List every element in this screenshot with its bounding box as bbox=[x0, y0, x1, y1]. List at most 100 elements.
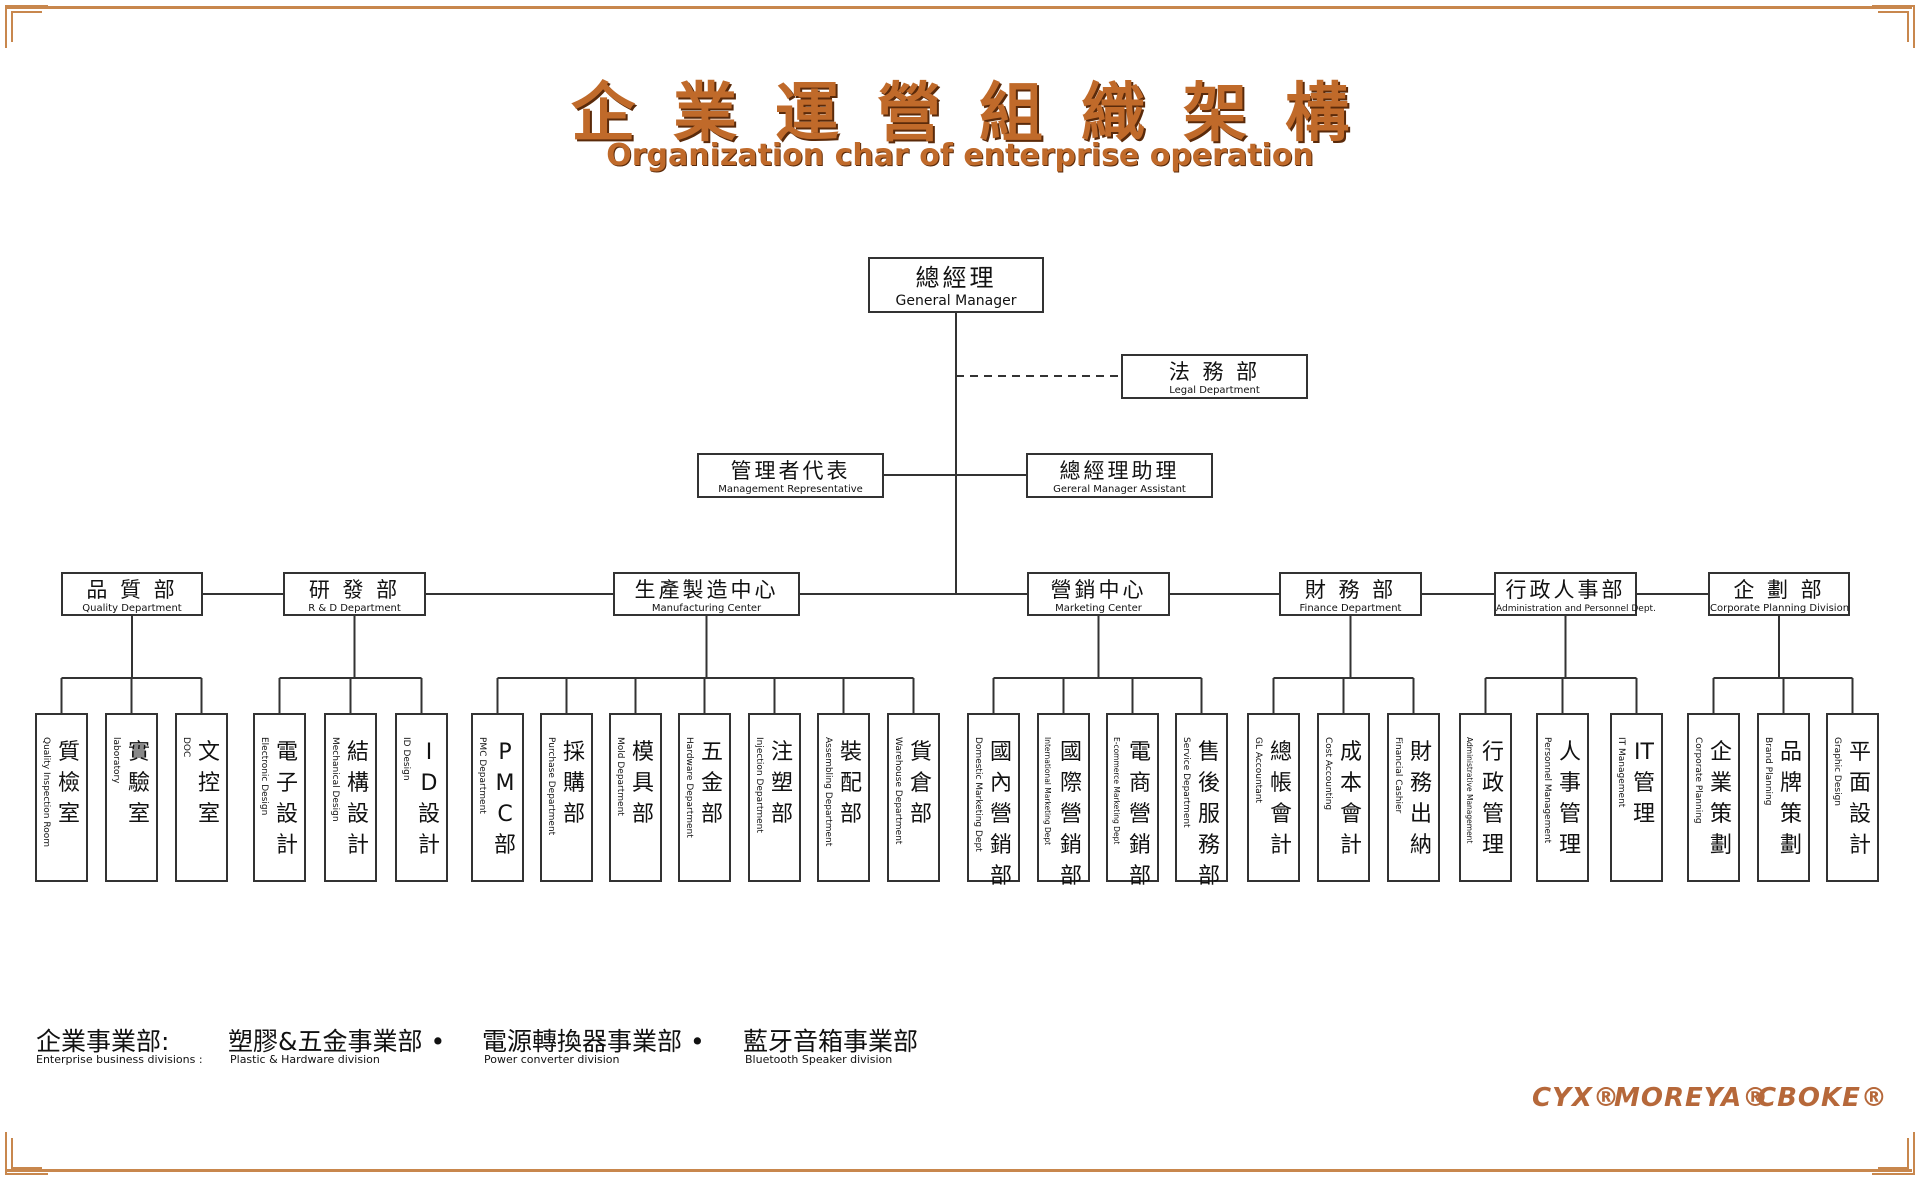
unit-name-cn: 電商營銷部 bbox=[1129, 740, 1152, 889]
management-representative-box: 管理者代表 Management Representative bbox=[697, 453, 884, 498]
department-name-cn: 品 質 部 bbox=[86, 578, 178, 602]
cboke-logo: CBOKE® bbox=[1757, 1083, 1888, 1113]
unit-name-cn: 電子設計 bbox=[276, 740, 299, 858]
gm-assistant-cn: 總經理助理 bbox=[1059, 459, 1180, 483]
unit-box: IT管理 IT Management bbox=[1610, 713, 1663, 882]
unit-name-en: laboratory bbox=[111, 737, 121, 784]
unit-name-en: Domestic Marketing Dept bbox=[973, 737, 983, 852]
unit-name-cn: 質檢室 bbox=[58, 740, 81, 827]
unit-name-cn: 售後服務部 bbox=[1198, 740, 1221, 889]
gm-assistant-en: Gereral Manager Assistant bbox=[1053, 484, 1186, 495]
unit-box: 總帳會計 GL Accountant bbox=[1247, 713, 1300, 882]
unit-name-en: PMC Department bbox=[477, 737, 487, 814]
unit-name-cn: 裝配部 bbox=[840, 740, 863, 827]
unit-name-cn: 財務出納 bbox=[1410, 740, 1433, 858]
unit-name-cn: 模具部 bbox=[632, 740, 655, 827]
unit-name-cn: IT管理 bbox=[1633, 740, 1656, 827]
management-representative-cn: 管理者代表 bbox=[730, 459, 851, 483]
unit-name-cn: 成本會計 bbox=[1340, 740, 1363, 858]
division-power-converter-en: Power converter division bbox=[484, 1053, 620, 1066]
unit-name-en: Corporate Planning bbox=[1693, 737, 1703, 824]
unit-name-en: IT Management bbox=[1616, 737, 1626, 808]
division-plastic-hardware: 塑膠&五金事業部 • bbox=[228, 1027, 446, 1056]
unit-name-cn: ID設計 bbox=[418, 740, 441, 858]
unit-name-cn: 文控室 bbox=[198, 740, 221, 827]
general-manager-cn: 總經理 bbox=[915, 264, 997, 292]
unit-name-en: Hardware Department bbox=[684, 737, 694, 838]
department-name-cn: 研 發 部 bbox=[308, 578, 401, 602]
legal-department-cn: 法 務 部 bbox=[1168, 360, 1261, 384]
unit-box: 行政管理 Administrative Management bbox=[1459, 713, 1512, 882]
unit-name-en: E-commerce Marketing Dept bbox=[1112, 737, 1121, 845]
moreya-logo: MOREYA® bbox=[1614, 1083, 1770, 1113]
unit-name-cn: 國際營銷部 bbox=[1060, 740, 1083, 889]
unit-box: 企業策劃 Corporate Planning bbox=[1687, 713, 1740, 882]
footer-label-en: Enterprise business divisions : bbox=[36, 1053, 203, 1066]
unit-name-cn: 實驗室 bbox=[128, 740, 151, 827]
unit-name-cn: 五金部 bbox=[701, 740, 724, 827]
general-manager-en: General Manager bbox=[895, 293, 1017, 309]
unit-box: 採購部 Purchase Department bbox=[540, 713, 593, 882]
unit-box: 裝配部 Assembling Department bbox=[817, 713, 870, 882]
footer-label: 企業事業部: bbox=[36, 1027, 170, 1056]
division-power-converter: 電源轉換器事業部 • bbox=[482, 1027, 705, 1056]
unit-name-en: International Marketing Dept bbox=[1043, 737, 1052, 846]
unit-name-en: DOC bbox=[181, 737, 191, 758]
department-name-en: Quality Department bbox=[82, 603, 182, 614]
unit-name-en: Brand Planning bbox=[1763, 737, 1773, 806]
unit-name-en: Purchase Department bbox=[546, 737, 556, 836]
unit-box: 文控室 DOC bbox=[175, 713, 228, 882]
department-name-en: Administration and Personnel Dept. bbox=[1496, 604, 1656, 614]
unit-name-en: Administrative Management bbox=[1465, 737, 1474, 844]
unit-box: 財務出納 Financial Cashier bbox=[1387, 713, 1440, 882]
department-name-en: Finance Department bbox=[1299, 603, 1402, 614]
unit-name-en: Financial Cashier bbox=[1393, 737, 1403, 814]
unit-name-cn: 注塑部 bbox=[771, 740, 794, 827]
unit-name-en: GL Accountant bbox=[1253, 737, 1263, 803]
page-border bbox=[6, 6, 1912, 1172]
unit-box: 品牌策劃 Brand Planning bbox=[1757, 713, 1810, 882]
unit-box: 五金部 Hardware Department bbox=[678, 713, 731, 882]
corner-ornament-icon bbox=[5, 1132, 48, 1175]
unit-name-cn: 總帳會計 bbox=[1270, 740, 1293, 858]
unit-name-cn: 平面設計 bbox=[1849, 740, 1872, 858]
corner-ornament-icon bbox=[5, 5, 48, 48]
unit-box: 國內營銷部 Domestic Marketing Dept bbox=[967, 713, 1020, 889]
legal-department-box: 法 務 部 Legal Department bbox=[1121, 354, 1308, 399]
department-name-cn: 營銷中心 bbox=[1050, 578, 1147, 602]
department-name-en: R & D Department bbox=[308, 603, 401, 614]
unit-name-en: Graphic Design bbox=[1832, 737, 1842, 806]
unit-name-cn: 品牌策劃 bbox=[1780, 740, 1803, 858]
division-bluetooth-speaker: 藍牙音箱事業部 bbox=[743, 1027, 919, 1056]
unit-box: 國際營銷部 International Marketing Dept bbox=[1037, 713, 1090, 889]
unit-name-cn: 貨倉部 bbox=[910, 740, 933, 827]
unit-name-en: Assembling Department bbox=[823, 737, 833, 847]
unit-name-en: Cost Accounting bbox=[1323, 737, 1333, 811]
corner-ornament-icon bbox=[1872, 5, 1915, 48]
unit-name-cn: 企業策劃 bbox=[1710, 740, 1733, 858]
unit-name-cn: PMC部 bbox=[494, 740, 517, 858]
unit-name-cn: 行政管理 bbox=[1482, 740, 1505, 858]
chart-title-english: Organization char of enterprise operatio… bbox=[606, 138, 1314, 173]
unit-name-en: Mechanical Design bbox=[330, 737, 340, 822]
unit-name-cn: 國內營銷部 bbox=[990, 740, 1013, 889]
unit-box: 成本會計 Cost Accounting bbox=[1317, 713, 1370, 882]
department-name-en: Corporate Planning Division bbox=[1710, 603, 1850, 614]
department-name-en: Marketing Center bbox=[1055, 603, 1142, 614]
unit-name-cn: 採購部 bbox=[563, 740, 586, 827]
unit-box: 電商營銷部 E-commerce Marketing Dept bbox=[1106, 713, 1159, 889]
general-manager-box: 總經理 General Manager bbox=[868, 257, 1044, 313]
